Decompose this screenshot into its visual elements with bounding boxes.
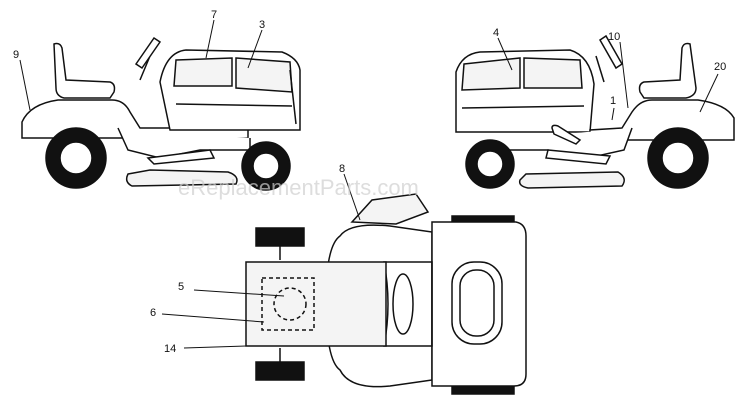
hood-label-panel-3 xyxy=(235,57,293,93)
callout-5: 5 xyxy=(178,281,184,293)
callout-1: 1 xyxy=(610,95,616,107)
left-side-view-mower xyxy=(21,36,301,191)
callout-4: 4 xyxy=(493,27,499,39)
discharge-chute xyxy=(350,193,430,225)
leader-10 xyxy=(619,41,629,109)
steering-oval xyxy=(392,273,414,335)
leader-lines xyxy=(19,19,719,349)
hood-label-panel-7 xyxy=(173,57,233,87)
leader-20 xyxy=(699,73,719,113)
callout-14: 14 xyxy=(164,343,176,355)
rear-wheel xyxy=(647,127,709,189)
leader-14 xyxy=(183,345,247,349)
hood-line xyxy=(175,103,293,107)
seat xyxy=(638,42,697,99)
callout-9: 9 xyxy=(13,49,19,61)
mower-deck xyxy=(125,169,238,187)
front-tire-bottom xyxy=(255,361,305,381)
steering-column xyxy=(595,55,605,83)
callout-8: 8 xyxy=(339,163,345,175)
front-wheel xyxy=(465,139,515,189)
hood-top xyxy=(245,261,387,347)
hood-grille xyxy=(289,69,297,125)
callout-10: 10 xyxy=(608,31,620,43)
leader-6 xyxy=(161,313,265,323)
callout-7: 7 xyxy=(211,9,217,21)
right-side-view-mower xyxy=(455,34,735,189)
hood-label-panel-4 xyxy=(461,57,521,91)
callout-20: 20 xyxy=(714,61,726,73)
mower-deck xyxy=(518,171,625,189)
leader-1 xyxy=(611,107,615,121)
leader-7 xyxy=(205,19,215,59)
callout-3: 3 xyxy=(259,19,265,31)
top-view-mower xyxy=(245,193,527,395)
leader-9 xyxy=(19,59,31,111)
seat-cushion xyxy=(459,269,495,337)
steering-wheel xyxy=(599,34,623,70)
hood-label-panel xyxy=(523,57,583,89)
callout-6: 6 xyxy=(150,307,156,319)
leader-8 xyxy=(343,173,361,221)
leader-3 xyxy=(247,29,263,69)
leader-4 xyxy=(497,37,513,71)
footrest xyxy=(146,149,216,165)
lever xyxy=(551,124,582,145)
hood-line xyxy=(461,105,585,109)
seat xyxy=(53,42,116,99)
front-wheel xyxy=(241,141,291,191)
front-tire-top xyxy=(255,227,305,247)
hood-label-circle xyxy=(273,287,307,321)
steering-wheel xyxy=(134,36,162,70)
footrest xyxy=(545,149,612,165)
leader-5 xyxy=(193,289,285,297)
rear-wheel xyxy=(45,127,107,189)
hood-label-outline xyxy=(261,277,315,331)
callout-labels: 9 7 3 4 10 20 1 8 5 6 14 xyxy=(13,9,726,355)
watermark: eReplacementParts.com xyxy=(178,175,419,200)
